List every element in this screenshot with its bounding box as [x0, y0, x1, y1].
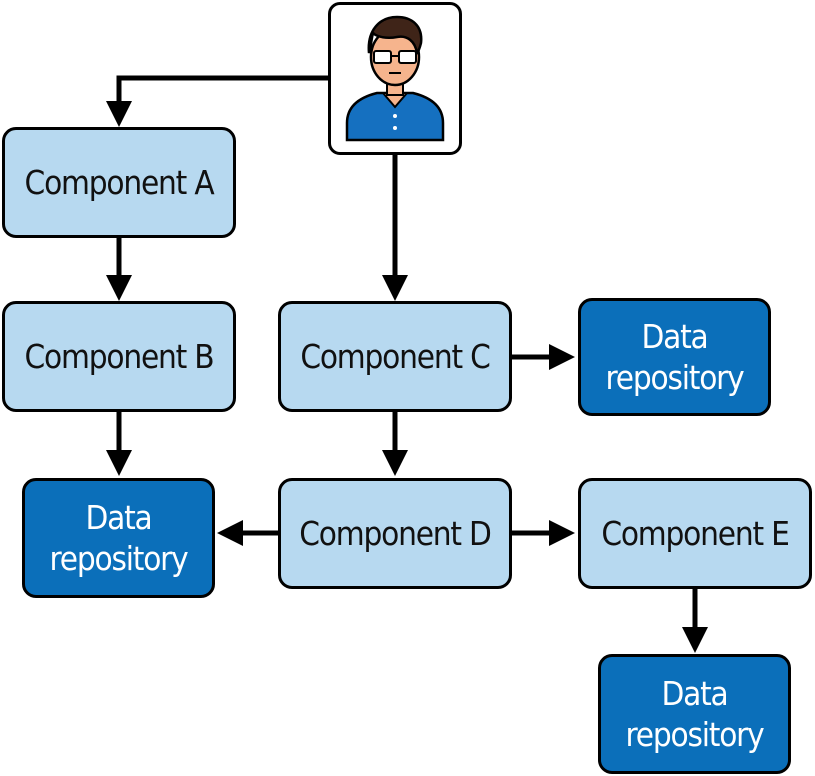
arrowhead-to-repo-bd-from-d — [217, 520, 243, 546]
arrowhead-to-repo-bd-from-b — [106, 450, 132, 476]
arrowhead-to-component-d — [382, 450, 408, 476]
component-d: Component D — [278, 478, 512, 589]
data-repository-e: Data repository — [598, 654, 791, 774]
edge-user-to-component-a — [116, 75, 330, 104]
data-repository-bd: Data repository — [22, 478, 215, 598]
arrowhead-to-repo-e — [682, 627, 708, 653]
component-b: Component B — [2, 301, 236, 412]
arrowhead-to-component-c — [382, 275, 408, 301]
user-node — [328, 2, 462, 155]
component-e: Component E — [578, 478, 812, 589]
component-a: Component A — [2, 127, 236, 238]
arrowhead-to-component-e — [549, 520, 575, 546]
arrowhead-to-component-b — [106, 275, 132, 301]
data-repository-c: Data repository — [578, 298, 771, 416]
arrowhead-to-repo-c — [549, 344, 575, 370]
component-c: Component C — [278, 301, 512, 412]
arrowhead-to-component-a — [106, 101, 132, 127]
user-avatar-icon — [345, 15, 445, 142]
